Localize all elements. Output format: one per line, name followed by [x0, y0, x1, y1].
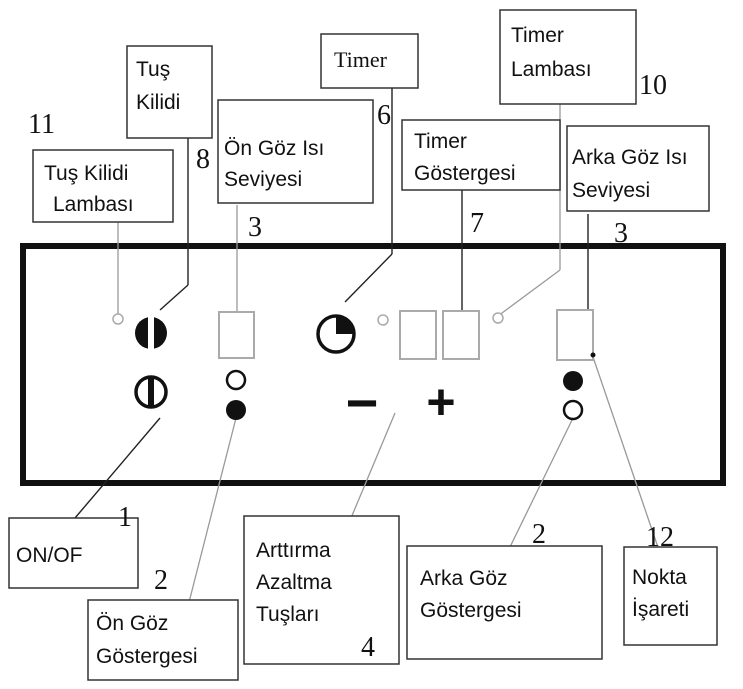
ref-number-11: 11 — [28, 109, 55, 140]
front-burner-level-display — [218, 311, 255, 359]
dot-mark — [590, 352, 596, 358]
key-lock-icon — [135, 317, 167, 349]
label-timer-lamp-line2: Lambası — [511, 58, 592, 81]
timer-digit-display-2 — [442, 310, 480, 360]
label-increase-decrease-line3: Tuşları — [256, 603, 319, 626]
label-key-lock-line1: Tuş — [136, 58, 170, 81]
label-box-key-lock-lamp — [32, 149, 174, 223]
label-rear-burner-level-line2: Seviyesi — [572, 179, 650, 202]
rear-burner-indicator-empty — [562, 399, 584, 421]
label-increase-decrease-line1: Arttırma — [256, 539, 331, 562]
timer-icon — [316, 314, 356, 354]
label-rear-burner-level-line1: Arka Göz Isı — [572, 146, 688, 169]
label-timer-lamp-line1: Timer — [511, 24, 564, 47]
label-timer: Timer — [334, 47, 388, 72]
control-panel-frame — [20, 243, 726, 486]
label-box-key-lock — [126, 45, 213, 139]
label-rear-burner-indicator-line1: Arka Göz — [420, 567, 508, 590]
ref-number-3-left: 3 — [248, 212, 262, 243]
label-box-timer-display — [401, 119, 561, 191]
ref-number-2-right: 2 — [532, 519, 546, 550]
key-lock-lamp — [112, 313, 124, 325]
label-box-timer — [320, 33, 419, 89]
label-box-increase-decrease — [243, 515, 400, 665]
ref-number-10: 10 — [639, 70, 667, 101]
rear-burner-level-display — [556, 309, 594, 361]
label-key-lock-line2: Kilidi — [136, 91, 180, 114]
ref-number-2-left: 2 — [154, 565, 168, 596]
label-box-dot-mark — [623, 546, 718, 646]
label-rear-burner-indicator-line2: Göstergesi — [420, 599, 522, 622]
front-burner-indicator-filled — [226, 400, 246, 420]
ref-number-8: 8 — [196, 144, 210, 175]
label-increase-decrease-line2: Azaltma — [256, 571, 332, 594]
front-burner-indicator-empty — [225, 369, 247, 391]
rear-burner-indicator-filled — [563, 371, 583, 391]
label-timer-display-line1: Timer — [414, 130, 467, 153]
ref-number-6: 6 — [377, 100, 391, 131]
label-dot-mark-line1: Nokta — [632, 566, 687, 589]
ref-number-7: 7 — [470, 208, 484, 239]
timer-lamp-small — [377, 314, 389, 326]
label-front-burner-level-line1: Ön Göz Isı — [224, 137, 324, 160]
label-front-burner-level-line2: Seviyesi — [224, 168, 302, 191]
ref-number-4: 4 — [361, 632, 375, 663]
label-box-timer-lamp — [499, 9, 637, 105]
label-box-front-burner-indicator — [87, 599, 239, 681]
label-key-lock-lamp-line1: Tuş Kilidi — [44, 162, 128, 185]
label-front-burner-indicator-line2: Göstergesi — [96, 645, 198, 668]
timer-digit-display-1 — [399, 310, 437, 360]
label-box-on-off — [8, 517, 139, 589]
power-icon — [134, 375, 168, 409]
label-box-rear-burner-level — [566, 125, 710, 212]
label-box-rear-burner-indicator — [406, 545, 603, 660]
ref-number-1: 1 — [118, 502, 132, 533]
label-on-off: ON/OF — [16, 544, 83, 567]
label-timer-display-line2: Göstergesi — [414, 162, 516, 185]
decrease-button[interactable]: − — [346, 371, 379, 434]
callout-lines-dark — [74, 68, 589, 519]
increase-button[interactable]: + — [426, 374, 455, 430]
label-dot-mark-line2: İşareti — [632, 598, 689, 621]
ref-number-12: 12 — [646, 522, 674, 553]
label-box-front-burner-level — [217, 99, 374, 204]
timer-lamp — [492, 312, 504, 324]
label-key-lock-lamp-line2: Lambası — [53, 193, 134, 216]
ref-number-3-right: 3 — [614, 218, 628, 249]
label-front-burner-indicator-line1: Ön Göz — [96, 612, 168, 635]
